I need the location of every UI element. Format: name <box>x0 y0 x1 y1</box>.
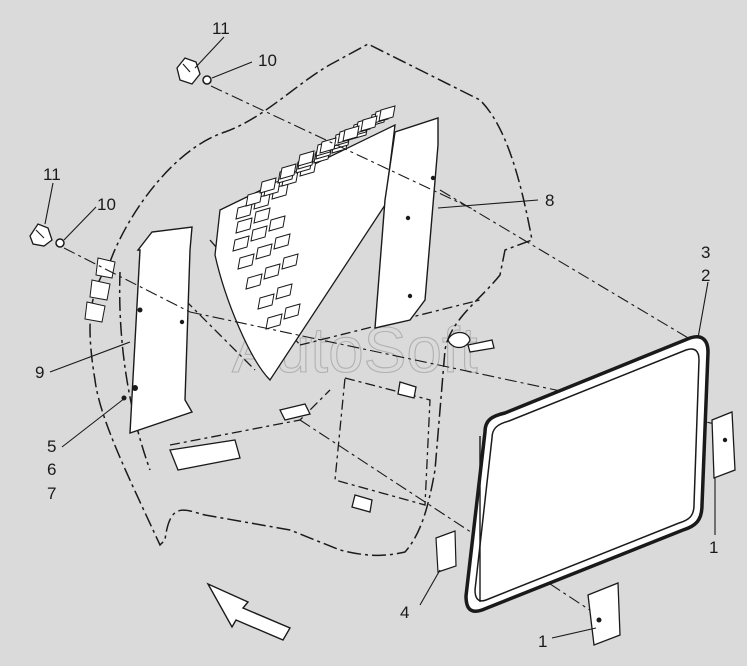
part-8-panel <box>374 117 439 329</box>
part-1-clip-lower <box>587 582 621 646</box>
callout-1-lower: 1 <box>538 632 547 651</box>
callout-10-upper: 10 <box>258 51 277 70</box>
side-vents <box>84 257 116 323</box>
grille-slot <box>235 217 253 234</box>
part-9-panel <box>121 226 194 434</box>
part-4-shim <box>435 530 457 573</box>
grille-slot <box>279 163 297 180</box>
grille-slot <box>237 253 255 270</box>
callout-2: 2 <box>701 266 710 285</box>
grille-slot <box>265 313 283 330</box>
grille-slot <box>250 225 268 242</box>
vent-grille <box>214 105 396 382</box>
callout-6: 6 <box>47 460 56 479</box>
grille-slot <box>253 207 271 224</box>
grille-slot <box>281 253 299 270</box>
assembly-axis-lines <box>63 85 721 621</box>
grille-slots <box>232 105 396 330</box>
part-11-knob-upper <box>176 57 201 85</box>
grille-slot <box>268 215 286 232</box>
callout-9: 9 <box>35 363 44 382</box>
callout-7: 7 <box>47 484 56 503</box>
callout-10-lower: 10 <box>97 195 116 214</box>
callout-4: 4 <box>400 603 409 622</box>
grille-slot <box>232 235 250 252</box>
grille-slot <box>297 150 315 167</box>
arrow-icon <box>206 582 292 641</box>
callout-11-upper: 11 <box>212 19 230 38</box>
grille-slot <box>245 190 263 207</box>
grille-slot <box>283 303 301 320</box>
callout-3: 3 <box>701 243 710 262</box>
grille-slot <box>263 263 281 280</box>
grille-slot <box>245 273 263 290</box>
callout-11-lower: 11 <box>43 165 61 184</box>
part-10-washer-lower <box>55 238 65 248</box>
lower-bracket <box>169 331 495 513</box>
grille-slot <box>342 125 360 142</box>
grille-slot <box>259 177 277 194</box>
window-seal <box>464 335 710 613</box>
grille-slot <box>273 233 291 250</box>
grille-slot <box>360 115 378 132</box>
callout-5: 5 <box>47 437 56 456</box>
grille-slot <box>319 137 337 154</box>
grille-slot <box>275 283 293 300</box>
grille-slot <box>255 243 273 260</box>
part-1-clip-right <box>711 411 736 479</box>
panel-outline <box>89 43 533 557</box>
window-assembly <box>464 335 710 613</box>
part-11-knob-lower <box>29 223 53 247</box>
grille-slot <box>257 293 275 310</box>
leader-lines <box>44 36 716 639</box>
part-10-washer-upper <box>202 75 212 85</box>
grille-slot <box>378 105 396 122</box>
callout-8: 8 <box>545 191 554 210</box>
callout-labels: 11 10 11 10 8 3 2 9 5 6 7 1 1 4 <box>35 19 718 651</box>
callout-1-right: 1 <box>709 538 718 557</box>
